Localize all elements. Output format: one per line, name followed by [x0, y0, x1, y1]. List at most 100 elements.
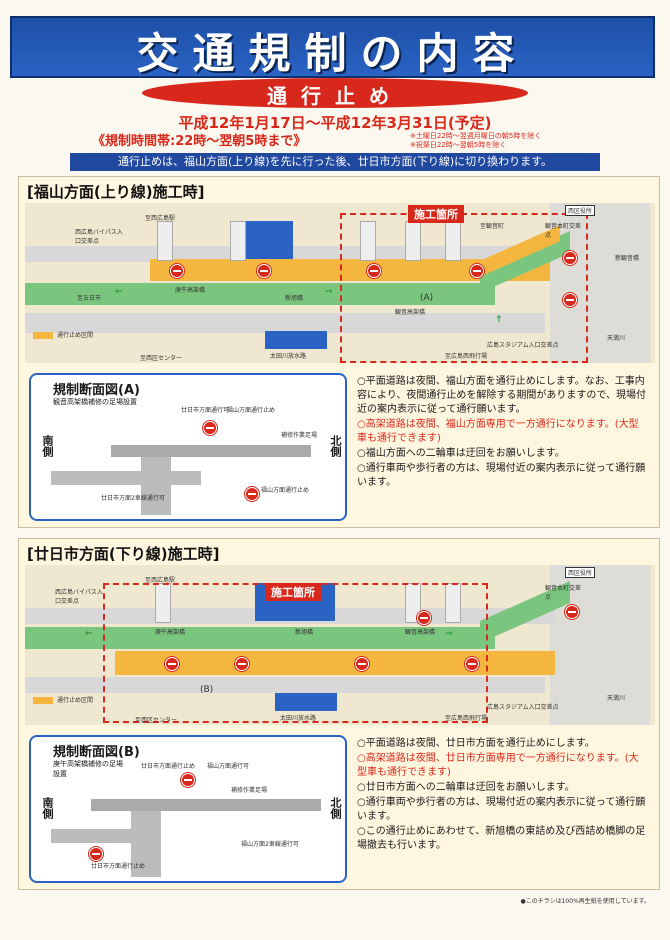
legend-label: 通行止め区間 [57, 697, 94, 704]
deck [111, 445, 311, 457]
cross-title: 規制断面図(B) [53, 745, 140, 760]
arrow-icon: ← [115, 287, 123, 297]
no-entry-icon [367, 264, 381, 278]
place-label: 広島スタジアム入口交差点 [487, 342, 559, 349]
cross-label: 廿日市方面通行止め [91, 863, 146, 870]
place-label: 至観音町 [480, 223, 505, 230]
cross-label: 補修作業足場 [281, 432, 318, 439]
cross-sub: 観音高架橋補修の足場設置 [53, 398, 137, 406]
place-label: 広島スタジアム入口交差点 [487, 704, 559, 711]
note: ○福山方面への二輪車は迂回をお願いします。 [357, 448, 565, 459]
legend-label: 通行止め区間 [57, 332, 94, 339]
closure-lane-b [115, 651, 555, 675]
period-text: 平成12年1月17日〜平成12年3月31日(予定) [178, 114, 492, 132]
place-label: 天満川 [607, 335, 626, 342]
closure-banner [142, 78, 528, 108]
panel-a-map: 施工箇所 (A) ← → ↑ 西区役所 至西広島駅 西広島バイパス入口交差点 観… [25, 203, 655, 363]
legend-swatch [33, 332, 53, 339]
elevated-road [25, 283, 495, 305]
cross-label: 福山方面通行止め [261, 487, 310, 494]
no-entry-icon [465, 657, 479, 671]
no-entry-icon [355, 657, 369, 671]
panel-b: [廿日市方面(下り線)施工時] 施工箇所 (B) ← → 西区役所 至西広島駅 … [18, 538, 660, 890]
cross-label: 廿日市方面2車線通行可 [101, 495, 165, 502]
note: ○通行車両や歩行者の方は、現場付近の案内表示に従って通行願います。 [357, 797, 646, 822]
place-label: 至西区センター [140, 355, 183, 362]
arrow-icon: → [445, 629, 453, 639]
no-entry-icon [563, 293, 577, 307]
no-entry-icon [203, 421, 217, 435]
panel-b-title: [廿日市方面(下り線)施工時] [27, 545, 220, 563]
worksite-label: 施工箇所 [408, 205, 464, 223]
note: ○平面道路は夜間、廿日市方面を通行止めにします。 [357, 738, 595, 749]
cross-label: 福山方面通行可 [207, 763, 250, 770]
panel-a: [福山方面(上り線)施工時] 施工箇所 (A) [18, 176, 660, 528]
cross-section-b: 規制断面図(B) 庚午高架橋補修の足場設置 廿日市方面通行止め 福山方面通行可 … [29, 735, 347, 883]
place-label: 観音高架橋 [405, 629, 436, 636]
info-bar: 通行止めは、福山方面(上り線)を先に行った後、廿日市方面(下り線)に切り換わりま… [70, 153, 600, 171]
section-label: (B) [200, 685, 214, 695]
place-label: 太田川放水路 [270, 353, 307, 360]
place-label: 西広島バイパス入口交差点 [75, 229, 123, 245]
no-entry-icon [181, 773, 195, 787]
place-label: 至西広島駅 [145, 215, 176, 222]
no-entry-icon [470, 264, 484, 278]
cross-label: 廿日市方面通行可 [181, 407, 230, 414]
no-entry-icon [565, 605, 579, 619]
no-entry-icon [257, 264, 271, 278]
cross-sub: 庚午高架橋補修の足場設置 [53, 760, 123, 778]
worksite-outline [103, 583, 488, 723]
closure-lane-a [150, 259, 550, 281]
period-note-2: ※祝祭日22時〜翌朝5時を除く [410, 141, 507, 149]
panel-b-map: 施工箇所 (B) ← → 西区役所 至西広島駅 西広島バイパス入口交差点 観音本… [25, 565, 655, 725]
river-icon [245, 221, 293, 259]
river-icon [275, 693, 337, 711]
place-label: 太田川放水路 [280, 715, 317, 722]
worksite-label: 施工箇所 [265, 583, 321, 601]
place-label: 至西広島駅 [145, 577, 176, 584]
place-label: 新旭橋 [295, 629, 314, 636]
arrow-icon: ↑ [495, 315, 503, 325]
place-label: 西区役所 [565, 567, 596, 578]
cross-section-a: 規制断面図(A) 観音高架橋補修の足場設置 廿日市方面通行可 福山方面通行止め … [29, 373, 347, 521]
no-entry-icon [417, 611, 431, 625]
notes-b: ○平面道路は夜間、廿日市方面を通行止めにします。 ○高架道路は夜間、廿日市方面専… [357, 737, 647, 854]
page-title: 交通規制の内容 [136, 29, 529, 78]
south-label: 南側 [41, 797, 54, 819]
cross-label: 補修作業足場 [231, 787, 268, 794]
place-label: 観音高架橋 [395, 309, 426, 316]
lower-road [25, 313, 545, 333]
cross-label: 福山方面2車線通行可 [241, 841, 299, 848]
elevated-road [25, 627, 495, 649]
place-label: 天満川 [607, 695, 626, 702]
worksite-outline [340, 213, 588, 363]
footer-note: ●このチラシは100%再生紙を使用しています。 [520, 898, 651, 905]
period-note-1: ※土曜日22時〜翌週月曜日の朝5時を除く [410, 132, 542, 140]
cross-label: 廿日市方面通行止め [141, 763, 196, 770]
cross-label: 福山方面通行止め [227, 407, 276, 414]
note: ○平面道路は夜間、福山方面を通行止めにします。なお、工事内容により、夜間通行止め… [357, 376, 646, 415]
cross-title: 規制断面図(A) [53, 383, 140, 398]
note: ○高架道路は夜間、福山方面専用で一方通行になります。(大型車も通行できます) [357, 419, 639, 444]
pier [141, 457, 171, 515]
notes-a: ○平面道路は夜間、福山方面を通行止めにします。なお、工事内容により、夜間通行止め… [357, 375, 647, 491]
place-label: 観音本町交差点 [545, 585, 582, 601]
place-label: 庚午高架橋 [175, 287, 206, 294]
place-label: 至広島西飛行場 [445, 353, 488, 360]
no-entry-icon [89, 847, 103, 861]
no-entry-icon [235, 657, 249, 671]
legend: 通行止め区間 [33, 330, 93, 339]
river-icon [265, 331, 327, 349]
south-label: 南側 [41, 435, 54, 457]
place-label: 西広島バイパス入口交差点 [55, 589, 103, 605]
note: ○廿日市方面への二輪車は迂回をお願いします。 [357, 782, 575, 793]
arrow-icon: → [325, 287, 333, 297]
panel-a-title: [福山方面(上り線)施工時] [27, 183, 205, 201]
place-label: 新旭橋 [285, 295, 304, 302]
no-entry-icon [165, 657, 179, 671]
no-entry-icon [170, 264, 184, 278]
arrow-icon: ← [85, 629, 93, 639]
note: ○この通行止めにあわせて、新旭橋の東詰め及び西詰め橋脚の足場撤去も行います。 [357, 826, 646, 851]
place-label: 至五日市 [77, 295, 102, 302]
place-label: 至広島西飛行場 [445, 715, 488, 722]
